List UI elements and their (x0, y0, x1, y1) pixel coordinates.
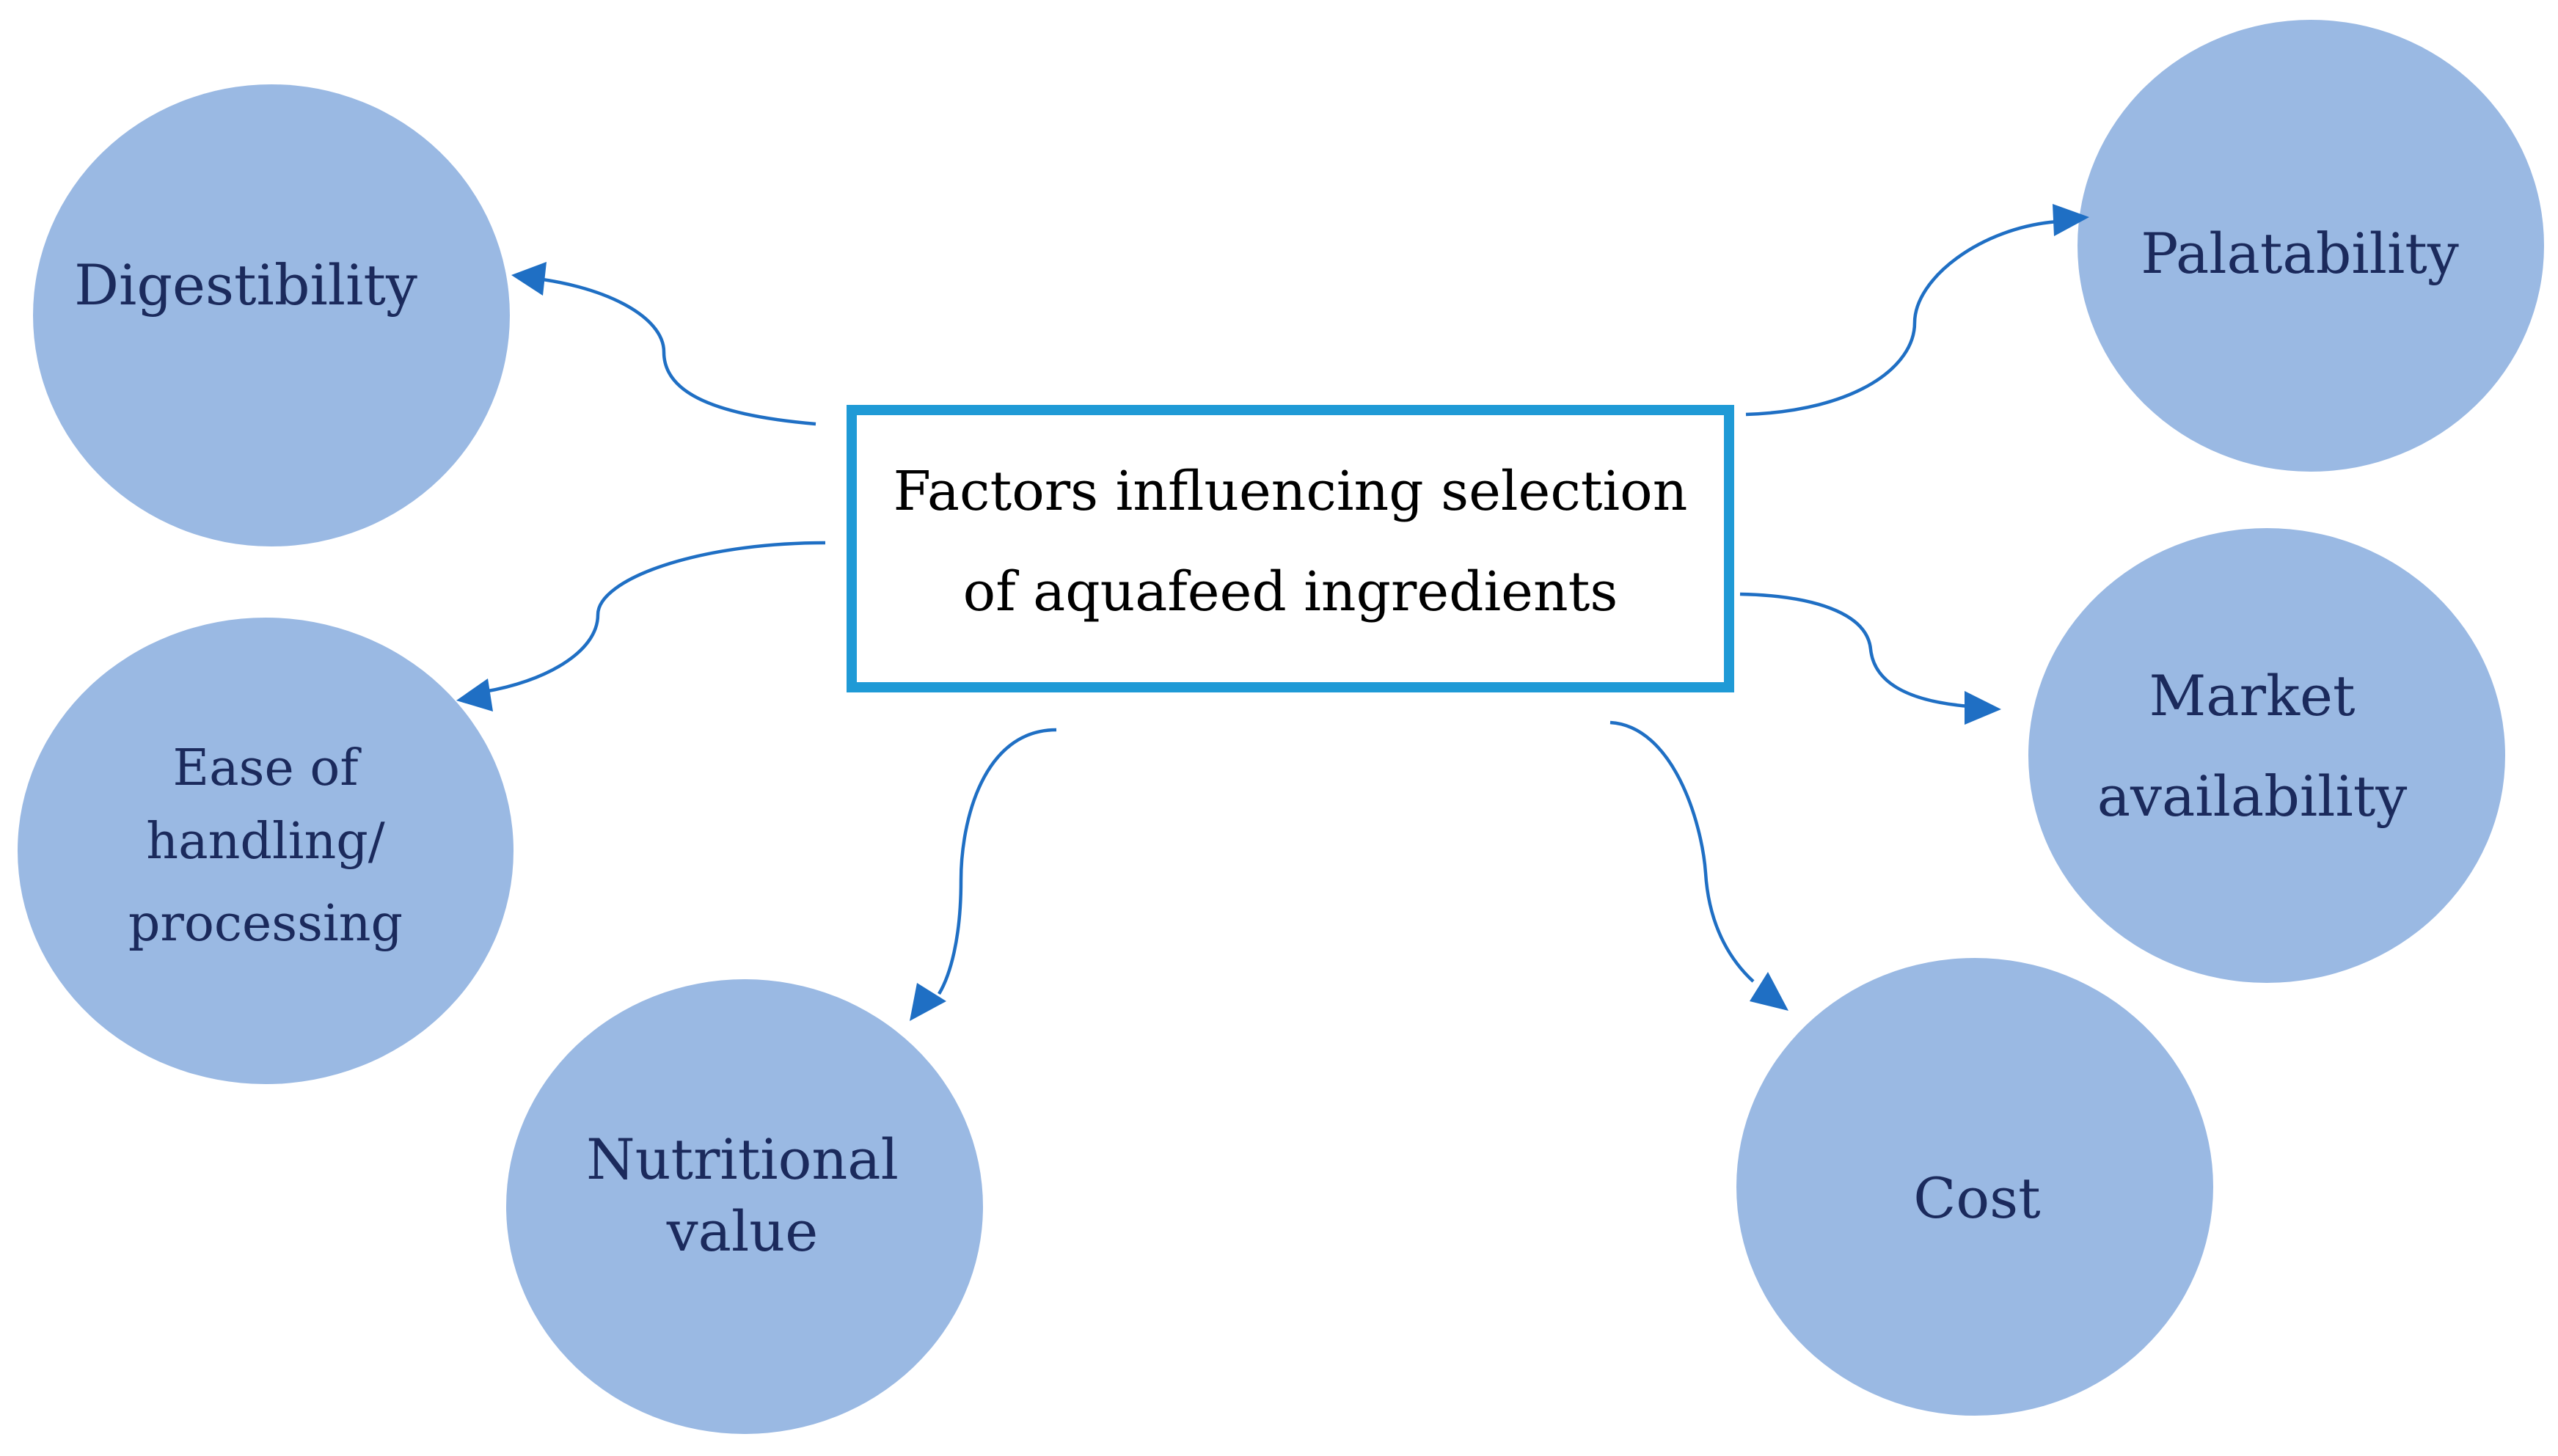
connector-market-availability (1739, 592, 1970, 709)
ease-of-handling-label-line3: processing (128, 895, 403, 953)
nutritional-value-label-line2: value (666, 1199, 818, 1264)
cost-label: Cost (1913, 1166, 2040, 1231)
arrowhead-nutritional-value (910, 983, 946, 1021)
connector-digestibility (524, 275, 816, 426)
connector-nutritional-value (938, 728, 1057, 995)
arrowhead-palatability (2053, 204, 2089, 236)
connector-palatability (1745, 219, 2058, 417)
connector-ease-of-handling (483, 541, 826, 694)
arrowhead-cost (1750, 972, 1788, 1011)
nutritional-value-label-line1: Nutritional (586, 1127, 899, 1192)
market-availability-label-line1: Market (2149, 663, 2355, 728)
ease-of-handling-label-line1: Ease of (172, 739, 362, 797)
digestibility-circle (33, 84, 510, 546)
ease-of-handling-label-line2: handling/ (146, 813, 384, 871)
ease-of-handling-circle (18, 618, 514, 1084)
palatability-circle (2078, 20, 2544, 472)
center-title-line2: of aquafeed ingredients (963, 560, 1618, 623)
center-box (847, 405, 1734, 692)
arrowhead-ease-of-handling (456, 678, 493, 711)
arrowhead-market-availability (1965, 691, 2001, 725)
market-availability-label-line2: availability (2097, 764, 2408, 829)
center-title-line1: Factors influencing selection (894, 460, 1688, 523)
digestibility-label: Digestibility (74, 252, 417, 318)
connector-cost (1609, 720, 1755, 983)
palatability-label: Palatability (2141, 221, 2459, 286)
arrowhead-digestibility (511, 262, 547, 296)
market-availability-circle (2028, 528, 2505, 983)
nutritional-value-circle (506, 979, 983, 1434)
cost-circle (1736, 958, 2213, 1416)
